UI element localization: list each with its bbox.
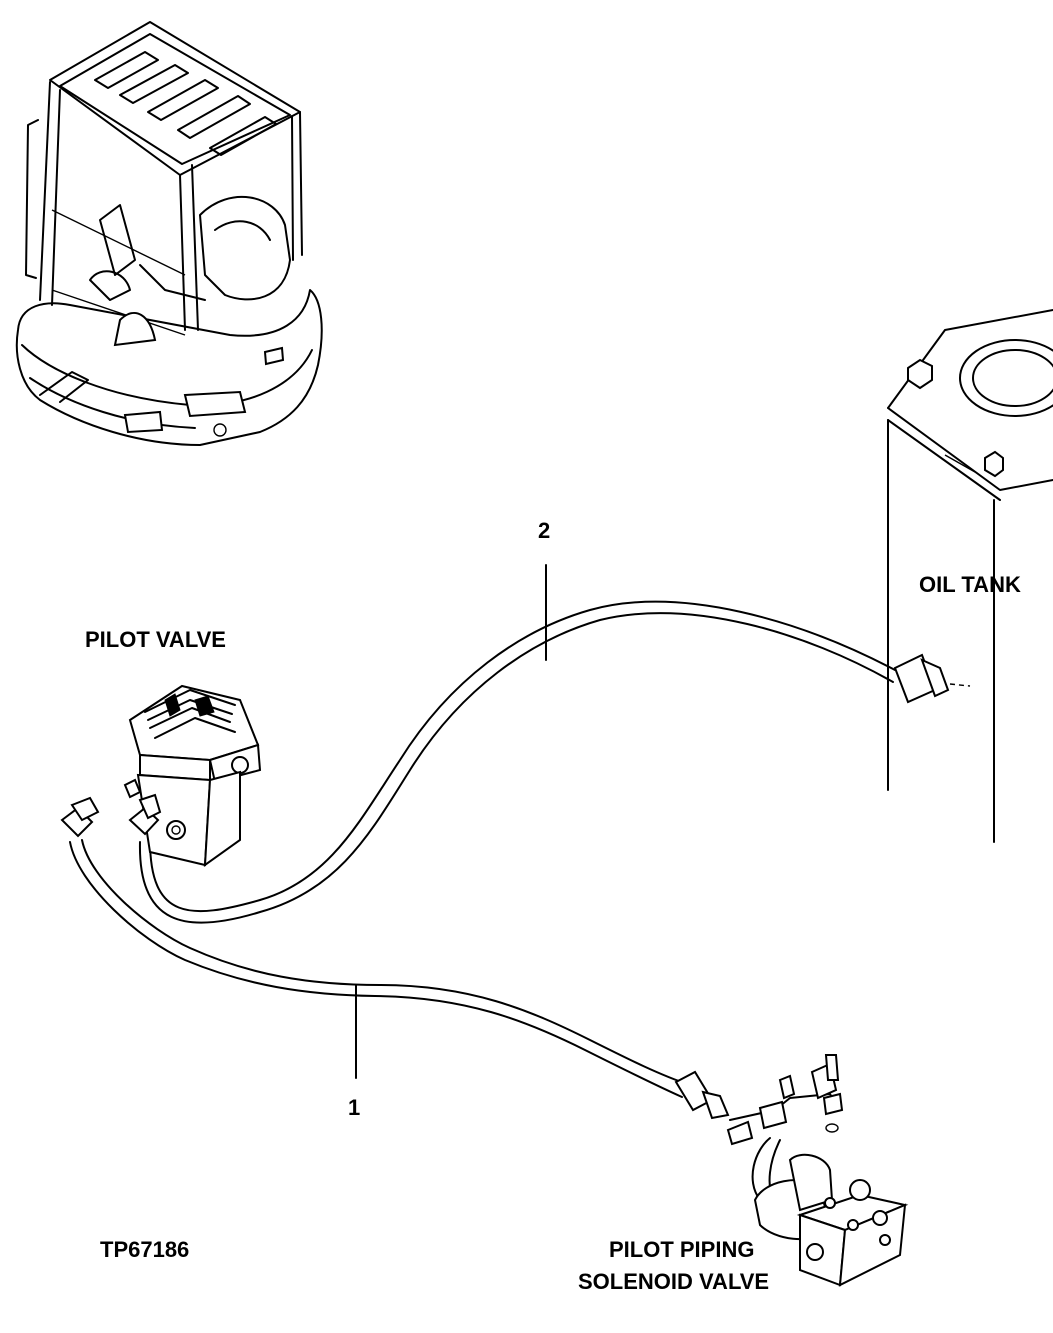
pilot-valve-label: PILOT VALVE: [85, 627, 226, 652]
solenoid-label-line2: SOLENOID VALVE: [578, 1269, 770, 1294]
solenoid-valve-icon: [726, 1054, 909, 1287]
drawing-id: TP67186: [100, 1237, 190, 1262]
part-number-2: 2: [538, 518, 551, 543]
pilot-valve-icon: [60, 684, 262, 868]
hose-1: [69, 839, 730, 1120]
oil-tank-label: OIL TANK: [919, 572, 1021, 597]
solenoid-label-line1: PILOT PIPING: [609, 1237, 755, 1262]
hose-2: [138, 600, 971, 924]
oil-tank-icon: [887, 309, 1053, 843]
leader-lines: [355, 564, 547, 1079]
part-number-1: 1: [348, 1095, 361, 1120]
excavator-cab-icon: [15, 21, 323, 446]
